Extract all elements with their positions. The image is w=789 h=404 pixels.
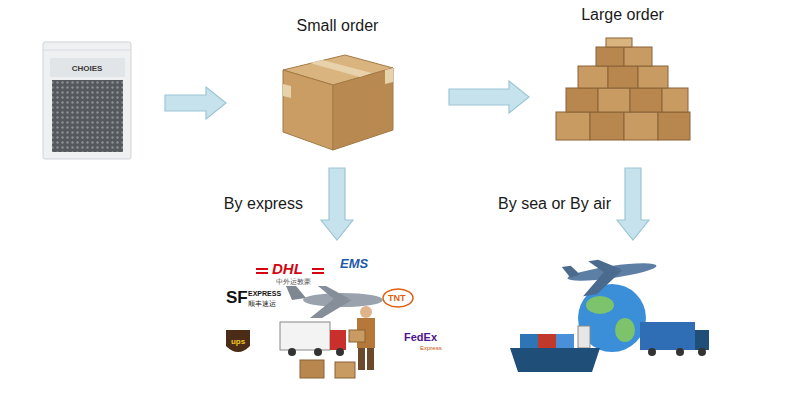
transport-collage <box>676 348 684 356</box>
logo-text: SF <box>226 288 248 308</box>
transport-collage <box>578 326 590 348</box>
cardboard-box-picture <box>283 55 393 150</box>
product-bag-picture <box>43 50 131 51</box>
carrier-collage <box>360 306 372 318</box>
transport-collage <box>586 296 614 314</box>
carrier-collage <box>280 322 330 350</box>
box-pile-picture <box>624 47 652 66</box>
product-bag-picture <box>52 80 123 152</box>
carrier-collage <box>383 289 413 307</box>
carrier-collage <box>310 298 352 318</box>
product-bag-picture <box>43 42 131 159</box>
carrier-collage <box>314 348 322 356</box>
product-bag: CHOIES <box>41 42 133 159</box>
carrier-collage <box>335 362 355 378</box>
carrier-collage <box>288 348 296 356</box>
box-pile-picture <box>662 88 688 112</box>
carrier-collage <box>318 286 350 300</box>
box-pile-picture <box>556 38 690 140</box>
carrier-collage <box>300 360 324 378</box>
edge-label: By sea or By air <box>496 194 613 213</box>
carrier-collage <box>256 272 268 274</box>
cardboard-box-picture <box>283 84 291 98</box>
transport-collage <box>648 348 656 356</box>
cardboard-box-picture <box>333 68 393 150</box>
node-heading: Large order <box>548 6 697 24</box>
node-heading: CHOIES <box>41 64 133 73</box>
box-pile-picture <box>606 38 632 47</box>
logo-text: 中外运敦豪 <box>276 278 311 286</box>
transport-collage <box>510 252 709 372</box>
carrier-collage <box>336 348 344 356</box>
carrier-collage <box>312 272 324 274</box>
transport-collage <box>580 269 625 297</box>
logo-text: DHL <box>272 260 303 277</box>
transport-panel <box>505 245 715 387</box>
logo-text: EMS <box>340 257 368 272</box>
carrier-collage <box>226 330 250 352</box>
transport-collage <box>640 322 695 350</box>
box-pile-picture <box>578 66 608 88</box>
carrier-collage <box>312 268 324 270</box>
box-pile-picture <box>566 88 598 112</box>
order-box: Large order <box>548 2 697 142</box>
cardboard-box-picture <box>283 70 333 150</box>
product-bag-picture <box>43 42 131 159</box>
transport-collage <box>556 334 574 348</box>
carrier-collage <box>256 268 268 270</box>
box-pile-picture <box>556 112 590 140</box>
block-arrow <box>165 87 226 119</box>
order-box: Small order <box>268 14 407 154</box>
carrier-collage <box>286 286 306 300</box>
cardboard-box-picture <box>385 68 393 84</box>
box-pile-picture <box>608 66 638 88</box>
logo-text: ups <box>226 337 250 346</box>
block-arrow <box>449 81 529 113</box>
transport-collage <box>510 348 600 372</box>
box-pile-picture <box>638 66 668 88</box>
node-heading: Small order <box>268 17 407 35</box>
carrier-panel: DHL中外运敦豪 EMS SFEXPRESS 顺丰速运 TNT ups FedExExpre… <box>210 245 458 387</box>
transport-collage <box>615 318 635 342</box>
box-pile-picture <box>630 88 662 112</box>
carrier-collage <box>226 269 413 378</box>
edge-label: By express <box>222 194 305 213</box>
block-arrow <box>321 168 353 240</box>
box-pile-picture <box>624 112 658 140</box>
box-pile-picture <box>598 88 630 112</box>
carrier-collage <box>358 348 365 370</box>
cardboard-box-picture <box>310 60 372 77</box>
transport-collage <box>588 257 622 275</box>
transport-collage <box>520 334 538 348</box>
carrier-collage <box>330 330 346 350</box>
transport-collage <box>698 348 706 356</box>
transport-collage <box>538 334 556 348</box>
logo-text: Express <box>420 345 442 352</box>
logo-text: 顺丰速运 <box>248 300 276 308</box>
box-pile-picture <box>658 112 690 140</box>
transport-collage <box>562 252 660 299</box>
box-pile-picture <box>596 47 624 66</box>
logo-text: EXPRESS <box>248 290 281 298</box>
transport-collage <box>562 265 581 279</box>
block-arrow <box>617 168 649 240</box>
logo-text: FedEx <box>404 331 437 344</box>
carrier-collage <box>349 330 365 342</box>
transport-collage <box>695 330 709 350</box>
box-pile-picture <box>590 112 624 140</box>
logo-text: TNT <box>388 293 406 303</box>
carrier-collage <box>367 348 374 370</box>
